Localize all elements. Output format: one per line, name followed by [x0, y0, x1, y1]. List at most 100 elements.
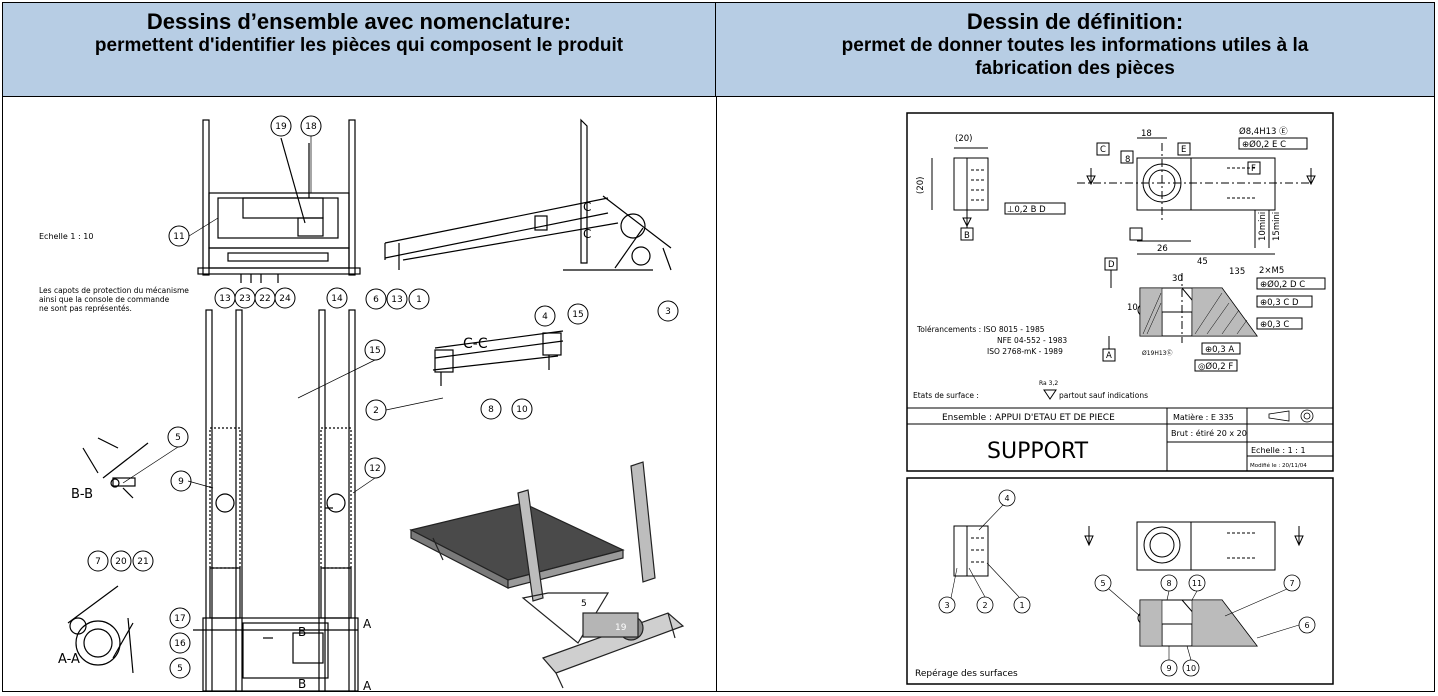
bore-callout: Ø19H13Ⓔ	[1142, 349, 1173, 357]
right-header: Dessin de définition: permet de donner t…	[716, 3, 1434, 97]
surface-num: 7	[1289, 579, 1294, 588]
right-header-subtitle-1: permet de donner toutes les informations…	[841, 35, 1309, 56]
tol-f: ◎Ø0,2 F	[1198, 361, 1233, 372]
cut-a-top: A	[363, 617, 372, 631]
dim-10: 10	[1127, 303, 1138, 313]
surface-rest: partout sauf indications	[1059, 391, 1148, 400]
surface-num: 3	[944, 601, 949, 610]
cut-b-top: B	[298, 625, 306, 639]
balloon: 20	[115, 557, 127, 567]
datum-e: E	[1181, 145, 1186, 155]
balloon: 11	[173, 232, 184, 242]
note-line-2: ainsi que la console de commande	[39, 295, 170, 304]
tol-perp: ⊥0,2 B D	[1007, 205, 1046, 215]
surface-num: 5	[1100, 579, 1105, 588]
surfaces-caption: Repérage des surfaces	[915, 668, 1018, 679]
surface-label: Etats de surface :	[913, 391, 979, 400]
balloon: 13	[391, 295, 402, 305]
datum-d: D	[1108, 260, 1115, 270]
surface-num: 4	[1004, 494, 1009, 503]
balloon: 14	[331, 294, 343, 304]
conveyor-side-view	[384, 118, 672, 271]
left-header: Dessins d’ensemble avec nomenclature: pe…	[3, 3, 716, 97]
left-header-title: Dessins d’ensemble avec nomenclature:	[146, 9, 572, 34]
projection-symbol	[1268, 409, 1314, 423]
dim-135: 135	[1229, 267, 1245, 277]
balloon: 17	[174, 614, 185, 624]
cut-c-top: C	[583, 200, 591, 214]
definition-drawing: (20) (20) 18 26 45 30 10mini 15mini 8 13…	[906, 112, 1334, 685]
drawing-sheet	[906, 112, 1334, 472]
scale-label: Echelle 1 : 10	[39, 232, 93, 241]
datum-a: A	[1106, 351, 1112, 361]
dim-45: 45	[1197, 257, 1208, 267]
tolerances-line-1: Tolérancements : ISO 8015 - 1985	[916, 325, 1045, 334]
section-aa	[67, 585, 134, 674]
section-cc	[432, 330, 564, 386]
cut-c-bottom: C	[583, 227, 591, 241]
datum-f: F	[1251, 164, 1256, 174]
thread-callout: 2×M5	[1259, 266, 1284, 276]
balloon: 1	[416, 295, 422, 305]
note-line-3: ne sont pas représentés.	[39, 304, 132, 313]
title-matiere: Matière : E 335	[1173, 412, 1234, 422]
iso-label-5: 5	[581, 599, 587, 609]
surface-num: 2	[982, 601, 987, 610]
section-bb	[82, 437, 149, 499]
balloon: 4	[542, 312, 548, 322]
balloon: 23	[239, 294, 250, 304]
balloon: 18	[305, 122, 317, 132]
title-brut: Brut : étiré 20 x 20	[1171, 428, 1247, 438]
note-line-1: Les capots de protection du mécanisme	[39, 286, 189, 295]
balloon: 21	[137, 557, 148, 567]
balloon: 10	[516, 405, 528, 415]
surface-num: 1	[1019, 601, 1024, 610]
surfaces-sheet	[906, 477, 1334, 685]
top-frame-view	[197, 119, 361, 283]
tol-pos-ec: ⊕Ø0,2 E C	[1242, 139, 1286, 150]
section-bb-label: B-B	[71, 487, 93, 502]
balloon: 15	[369, 346, 380, 356]
balloon: 2	[373, 406, 379, 416]
surface-num: 11	[1192, 579, 1202, 588]
left-header-subtitle: permettent d'identifier les pièces qui c…	[94, 35, 624, 56]
balloon: 9	[178, 477, 184, 487]
assembly-drawing-cell: 19 5 19 18 11 13	[3, 98, 716, 696]
balloon: 12	[369, 464, 380, 474]
section-aa-label: A-A	[58, 652, 80, 667]
balloon: 8	[488, 405, 494, 415]
balloon: 13	[219, 294, 230, 304]
balloon: 5	[175, 433, 181, 443]
tolerances-line-2: NFE 04-552 - 1983	[997, 336, 1067, 345]
dim-15mini: 15mini	[1272, 212, 1282, 241]
dim-20-top: (20)	[955, 134, 972, 144]
surface-num: 8	[1166, 579, 1171, 588]
right-header-subtitle-2: fabrication des pièces	[975, 58, 1175, 79]
dim-18: 18	[1141, 129, 1152, 139]
dim-26: 26	[1157, 244, 1168, 254]
column-divider	[716, 97, 717, 691]
cut-a-bottom: A	[363, 679, 372, 691]
balloon: 19	[275, 122, 287, 132]
tol-a: ⊕0,3 A	[1205, 345, 1234, 355]
tol-c: ⊕0,3 C	[1260, 320, 1289, 330]
iso-label-19: 19	[615, 623, 627, 633]
balloon: 24	[279, 294, 291, 304]
hole-callout: Ø8,4H13 Ⓔ	[1239, 126, 1288, 137]
dim-8: 8	[1125, 155, 1130, 165]
surface-num: 9	[1166, 664, 1171, 673]
balloon: 15	[572, 310, 583, 320]
balloon: 16	[174, 639, 186, 649]
datum-b: B	[964, 231, 970, 241]
long-frame-view	[193, 309, 359, 696]
right-header-title: Dessin de définition:	[966, 9, 1184, 34]
surface-num: 10	[1186, 664, 1196, 673]
title-scale: Echelle : 1 : 1	[1251, 446, 1306, 455]
dim-20-left: (20)	[916, 177, 926, 194]
balloon: 6	[373, 295, 379, 305]
balloon: 7	[95, 557, 101, 567]
surface-ra: Ra 3,2	[1039, 380, 1058, 387]
cut-b-bottom: B	[298, 677, 306, 691]
datum-c: C	[1100, 145, 1106, 155]
dim-10mini: 10mini	[1258, 212, 1268, 241]
